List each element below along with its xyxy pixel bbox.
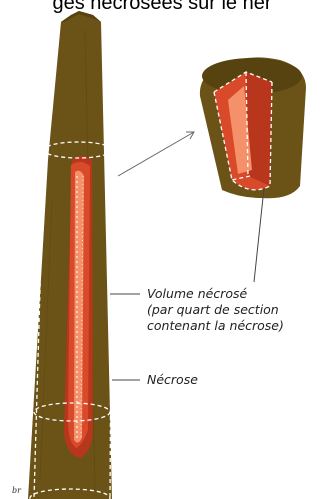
- leader-lines: [110, 188, 264, 380]
- volume-label-line-1: Volume nécrosé: [147, 286, 247, 302]
- volume-label-line-3: contenant la nécrose): [147, 318, 284, 334]
- section-detail: [200, 57, 306, 198]
- volume-label-line-2: (par quart de section: [147, 302, 279, 318]
- detail-arrow: [118, 132, 194, 176]
- author-credit: br: [12, 486, 21, 495]
- necrose-label: Nécrose: [147, 372, 198, 388]
